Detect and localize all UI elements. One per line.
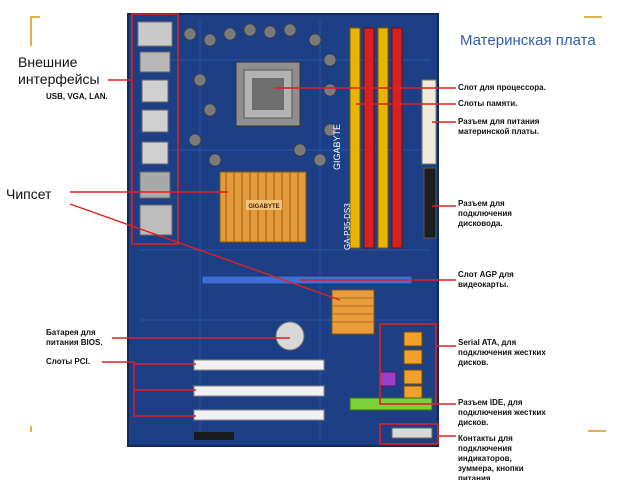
cpu-socket [235,61,301,127]
label-ide: Разъем IDE, для подключения жестких диск… [458,398,546,427]
label-power-connector: Разъем для питания материнской платы. [458,117,540,136]
diagram-title: Материнская плата [460,32,596,49]
label-floppy-connector: Разъем для подключения дисковода. [458,199,512,228]
frame-front-panel [379,423,439,445]
pointer-pci [102,361,196,417]
rear-io-ports [137,21,173,236]
front-panel-header [391,427,433,439]
caption-external-interfaces-sub: USB, VGA, LAN. [46,92,108,101]
frame-sata [379,323,437,405]
corner-bracket-br [588,430,606,432]
corner-bracket-tl-vertical [30,16,32,46]
label-front-panel: Контакты для подключения индикаторов, зу… [458,434,524,480]
heatsink-brand-text: GIGABYTE [248,204,279,210]
caption-chipset: Чипсет [6,186,52,202]
northbridge-heatsink: GIGABYTE [219,171,307,243]
capacitors [183,23,337,167]
bios-battery [275,321,305,351]
label-cpu-slot: Слот для процессора. [458,83,546,92]
label-pci: Слоты PCI. [46,357,90,366]
corner-bracket-bl [30,426,32,432]
pointer-chipset-sb [69,203,341,301]
label-memory-slots: Слоты памяти. [458,99,518,108]
pci-slots [193,359,325,440]
board-model-text: GA-P35-DS3 [343,203,352,250]
corner-bracket-tr-horizontal [584,16,602,18]
memory-slots [349,27,403,249]
label-battery: Батарея для питания BIOS. [46,328,103,347]
floppy-connector [423,167,437,239]
label-sata: Serial ATA, для подключения жестких диск… [458,338,546,367]
sata-connectors [379,331,423,401]
frame-rear-io [131,13,179,245]
label-agp-slot: Слот AGP для видеокарты. [458,270,514,289]
board-brand-text: GIGABYTE [332,124,342,170]
southbridge-heatsink [331,289,375,335]
corner-bracket-tl-horizontal [30,16,40,18]
caption-external-interfaces: Внешние интерфейсы [18,54,100,87]
